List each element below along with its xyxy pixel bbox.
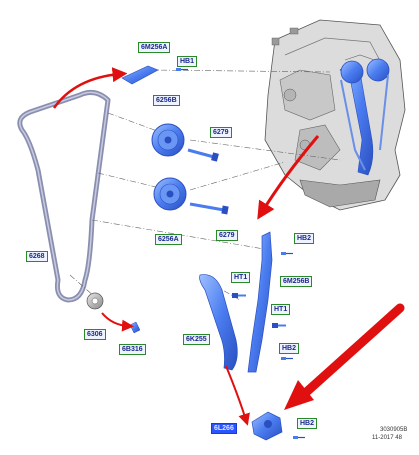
label-6m256b: 6M256B bbox=[280, 276, 313, 287]
crank-sprocket bbox=[86, 292, 104, 310]
label-6279-lower: 6279 bbox=[216, 230, 238, 241]
label-6268: 6268 bbox=[26, 251, 48, 262]
label-ht1-right: HT1 bbox=[271, 304, 291, 315]
hb2-bolt-bottom bbox=[293, 436, 305, 439]
arrow-to-crank-key bbox=[101, 312, 134, 332]
fixed-guide-6m256b bbox=[247, 231, 273, 373]
hb2-bolt-mid bbox=[281, 357, 293, 360]
label-hb1: HB1 bbox=[177, 56, 198, 67]
label-6306: 6306 bbox=[84, 329, 106, 340]
label-hb2-bottom: HB2 bbox=[297, 418, 318, 429]
label-hb2-mid: HB2 bbox=[279, 343, 300, 354]
label-6m256a: 6M256A bbox=[138, 42, 171, 53]
label-6256b: 6256B bbox=[153, 95, 180, 106]
arrow-engine-to-parts bbox=[257, 135, 320, 220]
ht1-bolt-right bbox=[272, 323, 286, 328]
upper-guide-rail bbox=[121, 65, 159, 85]
engine-block bbox=[264, 19, 406, 211]
label-6l266: 6L266 bbox=[211, 423, 237, 434]
ht1-bolt-left bbox=[232, 293, 246, 298]
arrow-to-tensioner bbox=[225, 365, 250, 426]
label-6256a: 6256A bbox=[155, 234, 182, 245]
upper-bolt-6279 bbox=[187, 148, 219, 162]
drawing-number: 3030905B bbox=[380, 427, 408, 433]
label-6279-upper: 6279 bbox=[210, 127, 232, 138]
tensioner-arm-6k255 bbox=[199, 274, 238, 371]
hydraulic-tensioner bbox=[251, 411, 283, 441]
upper-cam-sprocket bbox=[151, 123, 185, 157]
crank-key bbox=[129, 321, 141, 334]
label-hb2-top: HB2 bbox=[294, 233, 315, 244]
hb2-bolt-top bbox=[281, 252, 293, 255]
big-red-arrow bbox=[284, 303, 405, 410]
label-6b316: 6B316 bbox=[119, 344, 146, 355]
label-ht1-left: HT1 bbox=[231, 272, 251, 283]
drawing-date: 11-2017 48 bbox=[372, 435, 402, 441]
hb1-bolt-top bbox=[176, 68, 188, 71]
label-6k255: 6K255 bbox=[183, 334, 210, 345]
arrow-to-top-rail bbox=[52, 67, 128, 109]
lower-cam-sprocket bbox=[153, 177, 187, 211]
lower-bolt-6279 bbox=[189, 202, 229, 215]
